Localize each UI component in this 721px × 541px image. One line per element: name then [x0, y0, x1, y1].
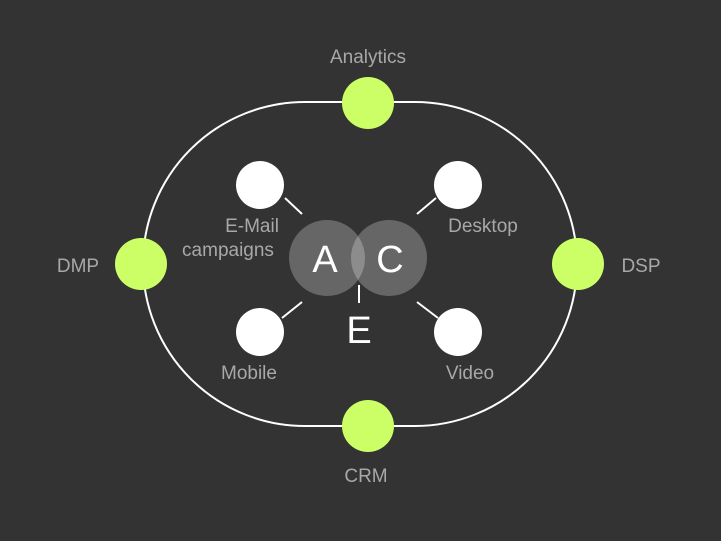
venn-circle-a — [289, 220, 365, 296]
email-label-line2: campaigns — [182, 240, 274, 261]
email-node — [236, 161, 284, 209]
video-label: Video — [446, 363, 494, 384]
crm-label: CRM — [344, 466, 387, 487]
dsp-node — [552, 238, 604, 290]
email-label-line1: E-Mail — [225, 216, 279, 237]
outer-loop — [141, 101, 579, 427]
venn-circle-c — [351, 220, 427, 296]
crm-node — [342, 400, 394, 452]
connector-video — [416, 301, 439, 319]
dmp-label: DMP — [57, 256, 99, 277]
video-node — [434, 308, 482, 356]
dmp-node — [115, 238, 167, 290]
desktop-label: Desktop — [448, 216, 518, 237]
connector-mobile — [281, 301, 303, 319]
analytics-label: Analytics — [330, 47, 406, 68]
desktop-node — [434, 161, 482, 209]
mobile-node — [236, 308, 284, 356]
dsp-label: DSP — [621, 256, 660, 277]
venn-letter-c: C — [376, 239, 403, 281]
center-letter-e: E — [346, 310, 371, 352]
venn-letter-a: A — [312, 239, 338, 281]
analytics-node — [342, 77, 394, 129]
mobile-label: Mobile — [221, 363, 277, 384]
connector-desktop — [416, 197, 437, 215]
connector-email — [284, 197, 303, 215]
